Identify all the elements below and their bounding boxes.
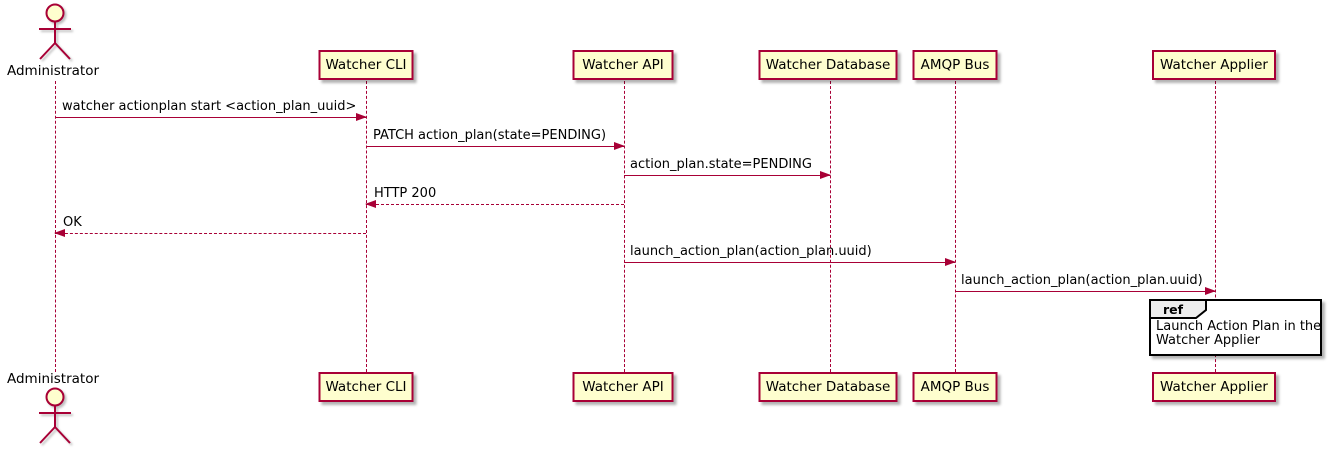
message-label: launch_action_plan(action_plan.uuid) bbox=[961, 273, 1203, 288]
participant-label: AMQP Bus bbox=[920, 379, 990, 395]
message-label: launch_action_plan(action_plan.uuid) bbox=[630, 244, 872, 259]
lifeline-watcher-database bbox=[830, 81, 831, 372]
administrator-label-bottom: Administrator bbox=[6, 371, 100, 387]
participant-label: AMQP Bus bbox=[920, 57, 990, 73]
message-label: action_plan.state=PENDING bbox=[630, 157, 812, 172]
participant-watcher-applier-top: Watcher Applier bbox=[1152, 50, 1276, 80]
participant-watcher-api-bottom: Watcher API bbox=[572, 372, 674, 402]
participant-amqp-bus-bottom: AMQP Bus bbox=[912, 372, 998, 402]
administrator-actor-icon bbox=[39, 387, 71, 444]
participant-label: Watcher Database bbox=[765, 57, 891, 73]
arrowhead-right-icon bbox=[945, 258, 956, 266]
participant-watcher-database-top: Watcher Database bbox=[758, 50, 898, 80]
arrowhead-left-icon bbox=[54, 229, 65, 237]
participant-label: Watcher Applier bbox=[1160, 57, 1268, 73]
ref-text-line-2: Watcher Applier bbox=[1156, 333, 1260, 348]
lifeline-administrator bbox=[55, 81, 56, 372]
message-line bbox=[955, 287, 1216, 295]
participant-watcher-api-top: Watcher API bbox=[572, 50, 674, 80]
message-line bbox=[624, 171, 831, 179]
message-line bbox=[366, 142, 625, 150]
participant-label: Watcher API bbox=[582, 379, 664, 395]
ref-tab-icon bbox=[1149, 299, 1207, 319]
lifeline-watcher-cli bbox=[366, 81, 367, 372]
administrator-label-top: Administrator bbox=[6, 63, 100, 79]
arrowhead-right-icon bbox=[820, 171, 831, 179]
participant-watcher-cli-top: Watcher CLI bbox=[318, 50, 414, 80]
participant-watcher-applier-bottom: Watcher Applier bbox=[1152, 372, 1276, 402]
message-line bbox=[365, 200, 624, 208]
message-label: PATCH action_plan(state=PENDING) bbox=[373, 128, 607, 143]
participant-label: Watcher API bbox=[582, 57, 664, 73]
message-line bbox=[624, 258, 956, 266]
lifeline-watcher-api bbox=[624, 81, 625, 372]
ref-keyword: ref bbox=[1163, 302, 1184, 317]
participant-label: Watcher CLI bbox=[325, 57, 407, 73]
administrator-actor-icon bbox=[39, 3, 71, 60]
message-label: HTTP 200 bbox=[374, 186, 437, 201]
participant-watcher-cli-bottom: Watcher CLI bbox=[318, 372, 414, 402]
arrowhead-right-icon bbox=[614, 142, 625, 150]
lifeline-amqp-bus bbox=[955, 81, 956, 372]
ref-text-line-1: Launch Action Plan in the bbox=[1156, 319, 1322, 334]
message-line bbox=[55, 113, 367, 121]
participant-label: Watcher Applier bbox=[1160, 379, 1268, 395]
lifeline-watcher-applier bbox=[1215, 81, 1216, 372]
message-label: watcher actionplan start <action_plan_uu… bbox=[62, 99, 357, 114]
participant-label: Watcher CLI bbox=[325, 379, 407, 395]
participant-watcher-database-bottom: Watcher Database bbox=[758, 372, 898, 402]
arrowhead-right-icon bbox=[356, 113, 367, 121]
arrowhead-right-icon bbox=[1205, 287, 1216, 295]
participant-label: Watcher Database bbox=[765, 379, 891, 395]
message-label: OK bbox=[63, 215, 82, 230]
ref-fragment: ref Launch Action Plan in the Watcher Ap… bbox=[1149, 299, 1322, 356]
message-line bbox=[54, 229, 366, 237]
participant-amqp-bus-top: AMQP Bus bbox=[912, 50, 998, 80]
arrowhead-left-icon bbox=[365, 200, 376, 208]
